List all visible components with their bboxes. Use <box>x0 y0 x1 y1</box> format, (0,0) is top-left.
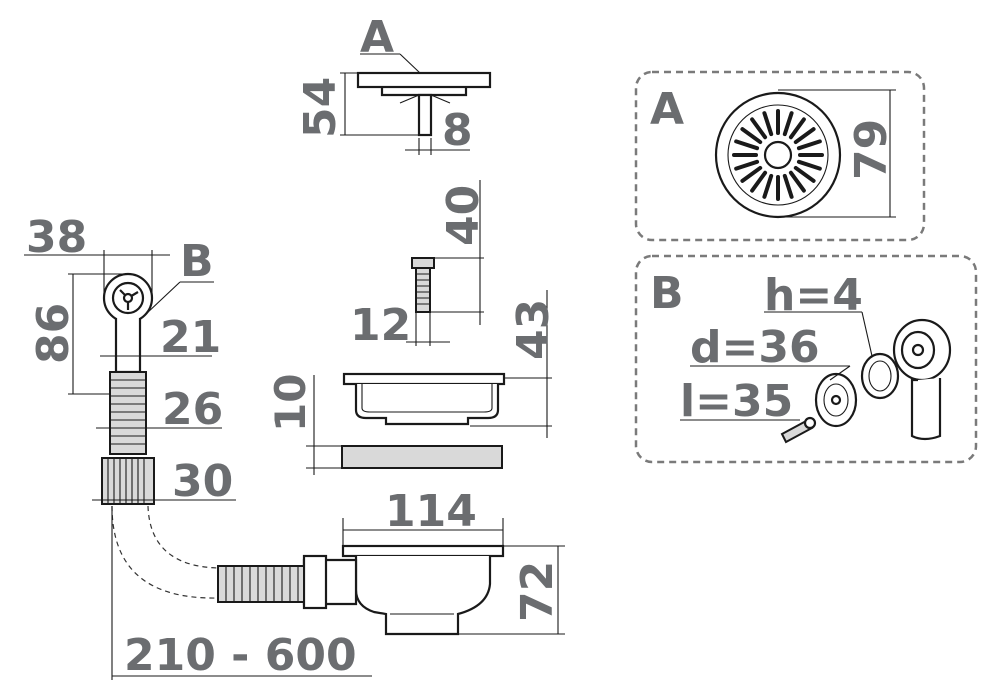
body-height-72: 72 <box>512 561 563 622</box>
screw-length-40: 40 <box>438 185 489 246</box>
strainer-slot <box>788 117 806 140</box>
overflow-hose-26: 26 <box>162 384 223 435</box>
inset-a-diameter-79: 79 <box>846 119 897 180</box>
body-width-114: 114 <box>385 486 477 537</box>
strainer-stem-8: 8 <box>442 105 473 156</box>
overflow-neck-21: 21 <box>160 312 221 363</box>
inset-a-label: A <box>650 84 684 135</box>
strainer-plug-side-view <box>340 53 492 155</box>
screw-length-l35: l=35 <box>680 376 793 427</box>
strainer-slot <box>740 127 763 145</box>
overflow-label-b: B <box>180 236 214 287</box>
strainer-slot <box>782 173 794 199</box>
rubber-gasket <box>306 375 503 475</box>
ring-height-h4: h=4 <box>764 270 863 321</box>
strainer-slot <box>793 127 816 145</box>
drain-body <box>217 518 565 636</box>
hose-length-range: 210 - 600 <box>124 630 357 681</box>
overflow-pipe <box>24 250 372 680</box>
grille-diameter-d36: d=36 <box>690 322 820 373</box>
inset-a-frame <box>634 70 926 242</box>
strainer-slot <box>782 111 794 137</box>
strainer-basket <box>342 290 552 438</box>
strainer-slot <box>750 117 768 140</box>
strainer-slot <box>740 165 763 183</box>
strainer-height-54: 54 <box>295 77 346 138</box>
gasket-height-10: 10 <box>266 374 315 432</box>
strainer-slot <box>734 159 760 171</box>
screw-thread-12: 12 <box>350 300 411 351</box>
strainer-slot <box>762 173 774 199</box>
overflow-height-86: 86 <box>28 303 79 364</box>
strainer-slot <box>793 165 816 183</box>
strainer-slot <box>796 159 822 171</box>
strainer-slot <box>788 170 806 193</box>
strainer-slot <box>796 139 822 151</box>
strainer-slot <box>762 111 774 137</box>
basket-depth-43: 43 <box>508 299 559 360</box>
overflow-width-38: 38 <box>26 212 87 263</box>
strainer-slot <box>734 139 760 151</box>
strainer-slot <box>750 170 768 193</box>
strainer-label-a: A <box>360 12 394 63</box>
connecting-screw <box>406 180 484 346</box>
inset-b-frame <box>634 254 978 464</box>
overflow-nut-30: 30 <box>172 456 233 507</box>
inset-b-label: B <box>650 268 684 319</box>
